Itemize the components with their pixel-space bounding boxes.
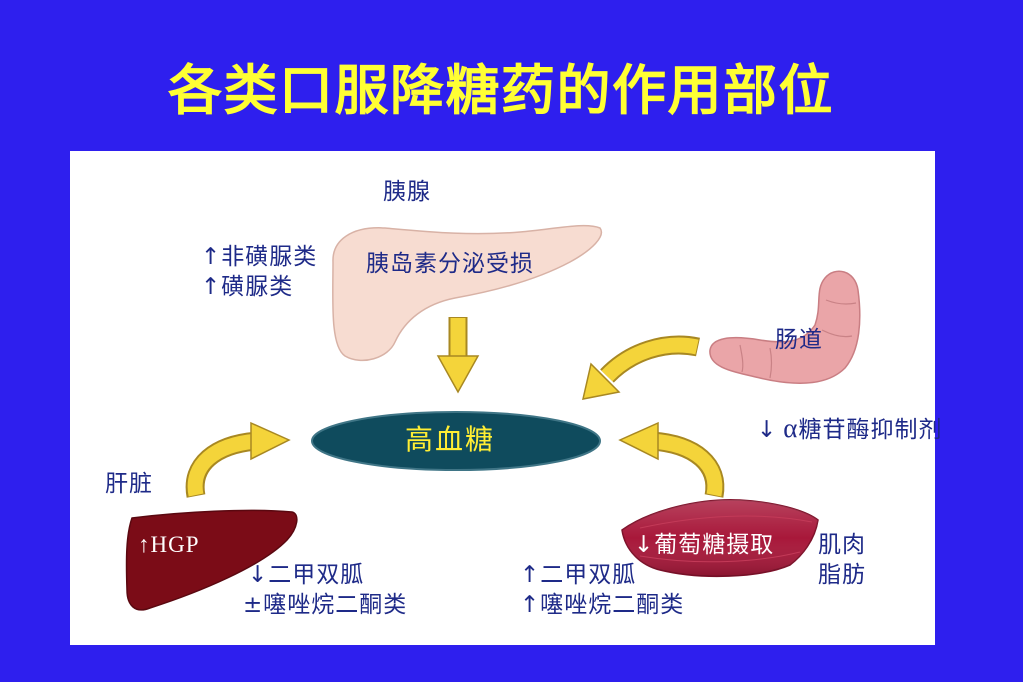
muscle-striation (639, 515, 813, 529)
intestine-illustration (709, 270, 861, 385)
liver-defect: ↑HGP (138, 532, 200, 557)
fat-label: 脂肪 (818, 562, 866, 588)
arrow-shaft (187, 433, 259, 497)
liver-illustration (125, 509, 298, 611)
hyperglycemia-label: 高血糖 (405, 423, 496, 456)
intestine-fold (825, 299, 857, 305)
arrow-intestine-to-hyperglycemia (582, 335, 700, 400)
drug-name: 糖苷酶抑制剂 (798, 417, 943, 443)
arrow-muscle-to-hyperglycemia (618, 421, 725, 498)
intestine-fold (821, 329, 853, 338)
pancreas-drug: ↑非磺脲类 (201, 244, 318, 270)
arrow-pancreas-to-hyperglycemia (436, 317, 480, 394)
drug-arrow: ↓ (757, 417, 778, 443)
intestine-label: 肠道 (775, 327, 823, 353)
intestine-fold (739, 344, 744, 373)
muscle-drug: ↑噻唑烷二酮类 (520, 592, 685, 618)
arrow-head (582, 362, 621, 400)
liver-label: 肝脏 (105, 471, 153, 497)
intestine-fold (769, 347, 773, 379)
arrow-head (436, 355, 480, 394)
muscle-label: 肌肉 (818, 532, 866, 558)
arrow-head (250, 421, 291, 461)
muscle-drug: ↑二甲双胍 (520, 562, 637, 588)
muscle-striation (639, 551, 801, 563)
arrow-shaft (601, 337, 699, 382)
arrow-head (618, 421, 659, 461)
alpha-symbol: α (783, 413, 799, 443)
intestine-drug: ↓α糖苷酶抑制剂 (757, 413, 943, 444)
muscle-defect: ↓葡萄糖摄取 (634, 532, 775, 558)
pancreas-defect: 胰岛素分泌受损 (366, 251, 534, 277)
slide-title: 各类口服降糖药的作用部位 (168, 59, 834, 122)
pancreas-label: 胰腺 (383, 179, 431, 205)
hyperglycemia-ellipse (311, 411, 601, 471)
arrow-liver-to-hyperglycemia (185, 421, 291, 498)
liver-drug: ↓二甲双胍 (248, 562, 365, 588)
liver-drug: ±噻唑烷二酮类 (243, 592, 408, 618)
pancreas-illustration (332, 224, 603, 362)
muscle-shading (622, 499, 818, 577)
pancreas-drug: ↑磺脲类 (201, 274, 294, 300)
arrow-shaft (651, 433, 723, 497)
